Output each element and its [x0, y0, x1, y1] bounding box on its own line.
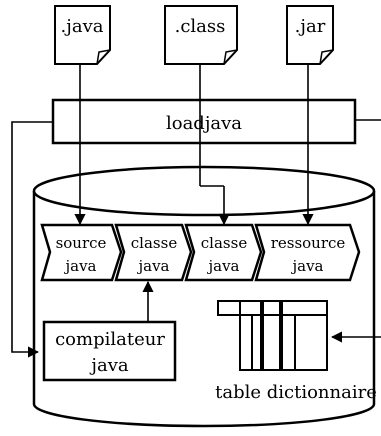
compiler-box: compilateur java [42, 320, 177, 382]
file-java-label: .java [61, 16, 104, 37]
stage-source-line1: source [56, 234, 107, 252]
dictionary-table-icon [217, 300, 328, 371]
compiler-line2: java [89, 355, 128, 376]
stage-ressource-line1: ressource [271, 234, 346, 252]
stage-classe-java-1: classe java [114, 223, 193, 282]
loadjava-label: loadjava [166, 113, 242, 134]
loadjava-box: loadjava [51, 98, 357, 145]
file-jar-label: .jar [295, 16, 326, 37]
file-jar: .jar [286, 5, 334, 65]
dictionary-label: table dictionnaire [215, 382, 377, 403]
stage-classe1-line1: classe [131, 234, 178, 252]
stage-ressource-line2: java [290, 257, 323, 275]
stage-source-java: source java [40, 223, 123, 282]
stage-classe2-line2: java [206, 257, 239, 275]
stage-ressource-java: ressource java [254, 223, 361, 282]
stage-source-line2: java [63, 257, 96, 275]
flow-arrows [11, 64, 381, 358]
compiler-line1: compilateur [55, 329, 165, 350]
file-class: .class [164, 5, 238, 65]
file-class-label: .class [175, 16, 226, 37]
stage-classe1-line2: java [136, 257, 169, 275]
pipeline-stages: source java classe java classe java ress… [40, 223, 361, 282]
stage-classe2-line1: classe [201, 234, 248, 252]
line-loadjava-to-compiler [11, 121, 53, 358]
stage-classe-java-2: classe java [184, 223, 263, 282]
file-java: .java [54, 5, 111, 65]
